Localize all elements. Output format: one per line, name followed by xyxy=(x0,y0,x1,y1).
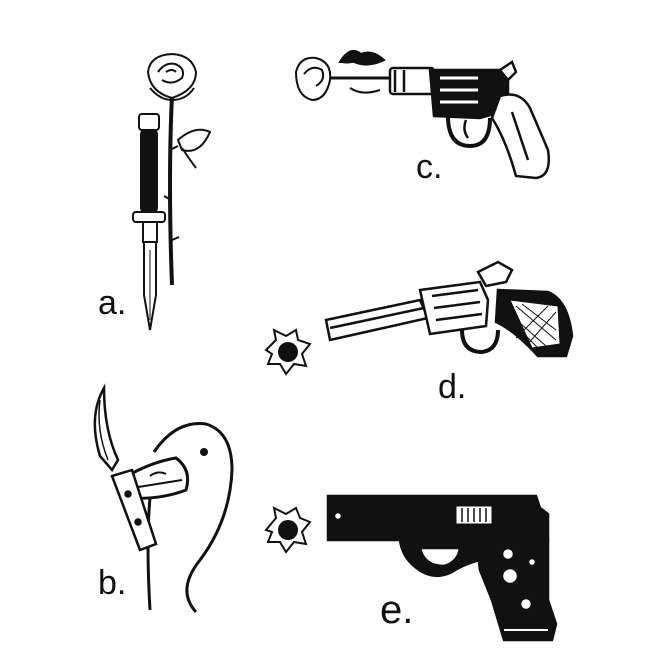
rose-icon xyxy=(146,52,212,286)
label-c: c. xyxy=(416,148,443,186)
switchblade-icon xyxy=(93,383,158,552)
label-e: e. xyxy=(380,588,414,632)
label-a: a. xyxy=(98,284,127,322)
bullet-hole-icon xyxy=(264,506,312,554)
label-b: b. xyxy=(98,564,127,602)
revolver-icon xyxy=(388,60,550,180)
switchblade-icon xyxy=(132,113,166,331)
pistol-icon xyxy=(326,494,558,642)
revolver-icon xyxy=(324,260,574,358)
rose-icon xyxy=(294,50,390,102)
bullet-hole-icon xyxy=(264,328,312,376)
label-d: d. xyxy=(438,368,467,406)
